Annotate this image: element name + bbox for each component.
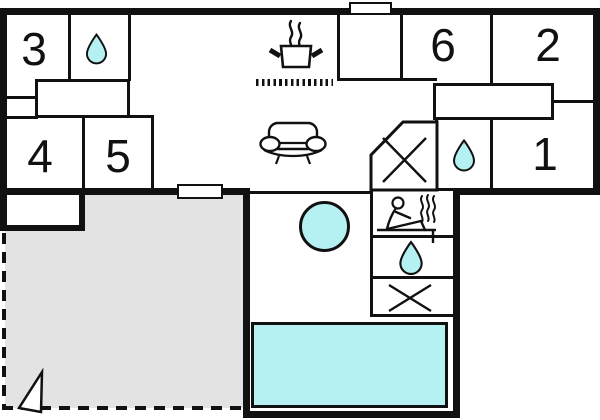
wall-room2-room1	[554, 100, 594, 103]
wall-room3-bath	[68, 15, 71, 81]
wall-poolwing-left	[243, 188, 250, 418]
wall-room4-top	[0, 116, 38, 119]
wall-room3-bottom	[0, 96, 38, 99]
wall-top	[0, 8, 600, 15]
room-label-6: 6	[430, 19, 456, 71]
wall-room6-room2	[490, 15, 493, 85]
annex-room	[7, 195, 79, 225]
wall-sauna-col-bottom	[371, 314, 453, 317]
wall-room5-top	[128, 115, 154, 118]
terrace-dashed-left	[2, 233, 6, 410]
storage-cross-icon	[388, 283, 432, 313]
wall-poolwing-bottom	[243, 411, 460, 418]
wall-bath-right	[128, 15, 131, 81]
room-label-3: 3	[21, 23, 47, 75]
wall-room5-right	[151, 115, 154, 190]
room-label-2: 2	[535, 19, 561, 71]
wall-livingroom-poolwing	[250, 191, 372, 194]
room-label-1: 1	[532, 128, 558, 180]
north-arrow-icon	[16, 367, 44, 414]
door-opening-terrace	[177, 184, 223, 199]
room-label-5: 5	[105, 130, 131, 182]
water-drop-icon	[452, 138, 476, 172]
sauna-icon	[377, 194, 436, 243]
wall-annex-bottom	[0, 225, 85, 231]
terrace-dashed-bottom	[2, 406, 246, 410]
wall-left	[0, 8, 7, 231]
wall-bottom-right-wing	[453, 188, 600, 195]
wall-sauna-col-left	[370, 188, 373, 317]
swimming-pool	[251, 322, 448, 408]
sofa-icon	[259, 121, 327, 165]
jacuzzi-circle	[299, 201, 350, 252]
wall-room4-room5	[82, 117, 85, 190]
wall-sauna-divider-1	[371, 235, 453, 238]
stove-pot-icon	[268, 19, 324, 69]
door-opening-entrance	[349, 2, 392, 15]
wall-bath2-room1	[490, 120, 493, 190]
wall-annex-right	[79, 195, 85, 231]
wall-right	[593, 8, 600, 191]
wall-sauna-divider-2	[371, 276, 453, 279]
wall-entry-left	[337, 15, 340, 80]
wall-bottom-left-wing	[0, 188, 250, 195]
hallway-right	[433, 83, 554, 120]
wardrobe-cross-icon	[369, 120, 439, 192]
wall-entry-bottom	[337, 78, 437, 81]
room-label-4: 4	[27, 130, 53, 182]
hallway-left	[35, 79, 130, 118]
wall-entry-right	[400, 15, 403, 80]
water-drop-icon	[399, 240, 423, 275]
kitchen-counter-dashes	[256, 79, 333, 86]
water-drop-icon	[85, 33, 108, 65]
wall-poolwing-right	[453, 188, 460, 418]
